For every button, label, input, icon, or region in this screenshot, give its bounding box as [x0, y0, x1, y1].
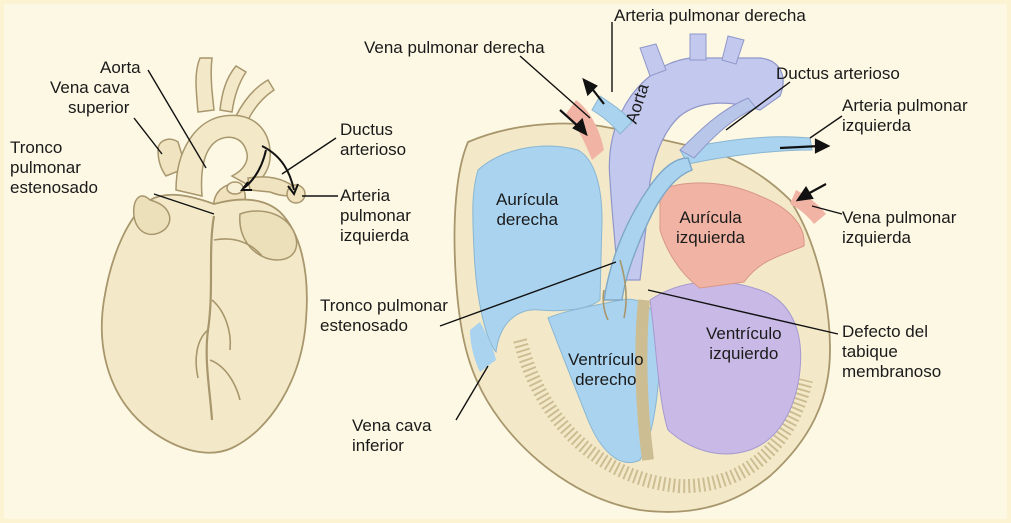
label-vena-cava-inferior: Vena cava inferior [352, 416, 431, 456]
label-vena-pulmonar-izquierda: Vena pulmonar izquierda [842, 208, 956, 248]
external-heart [102, 58, 307, 453]
label-vena-cava-superior: Vena cava superior [50, 78, 129, 118]
label-arteria-pulmonar-derecha: Arteria pulmonar derecha [614, 6, 806, 26]
label-ductus-arterioso-left: Ductus arterioso [340, 120, 406, 160]
label-ductus-arterioso-right: Ductus arterioso [776, 64, 900, 84]
label-tronco-pulmonar-estenosado-left: Tronco pulmonar estenosado [10, 138, 98, 198]
label-aorta-left: Aorta [100, 58, 141, 78]
label-auricula-derecha: Aurícula derecha [496, 190, 558, 230]
label-ventriculo-izquierdo: Ventrículo izquierdo [706, 324, 782, 364]
label-vena-pulmonar-derecha: Vena pulmonar derecha [364, 38, 545, 58]
label-arteria-pulmonar-izquierda-left: Arteria pulmonar izquierda [340, 186, 411, 246]
label-arteria-pulmonar-izquierda-right: Arteria pulmonar izquierda [842, 96, 968, 136]
label-auricula-izquierda: Aurícula izquierda [676, 208, 745, 248]
label-tronco-pulmonar-estenosado-right: Tronco pulmonar estenosado [320, 296, 448, 336]
label-ventriculo-derecho: Ventrículo derecho [568, 350, 644, 390]
label-defecto-tabique: Defecto del tabique membranoso [842, 322, 941, 382]
